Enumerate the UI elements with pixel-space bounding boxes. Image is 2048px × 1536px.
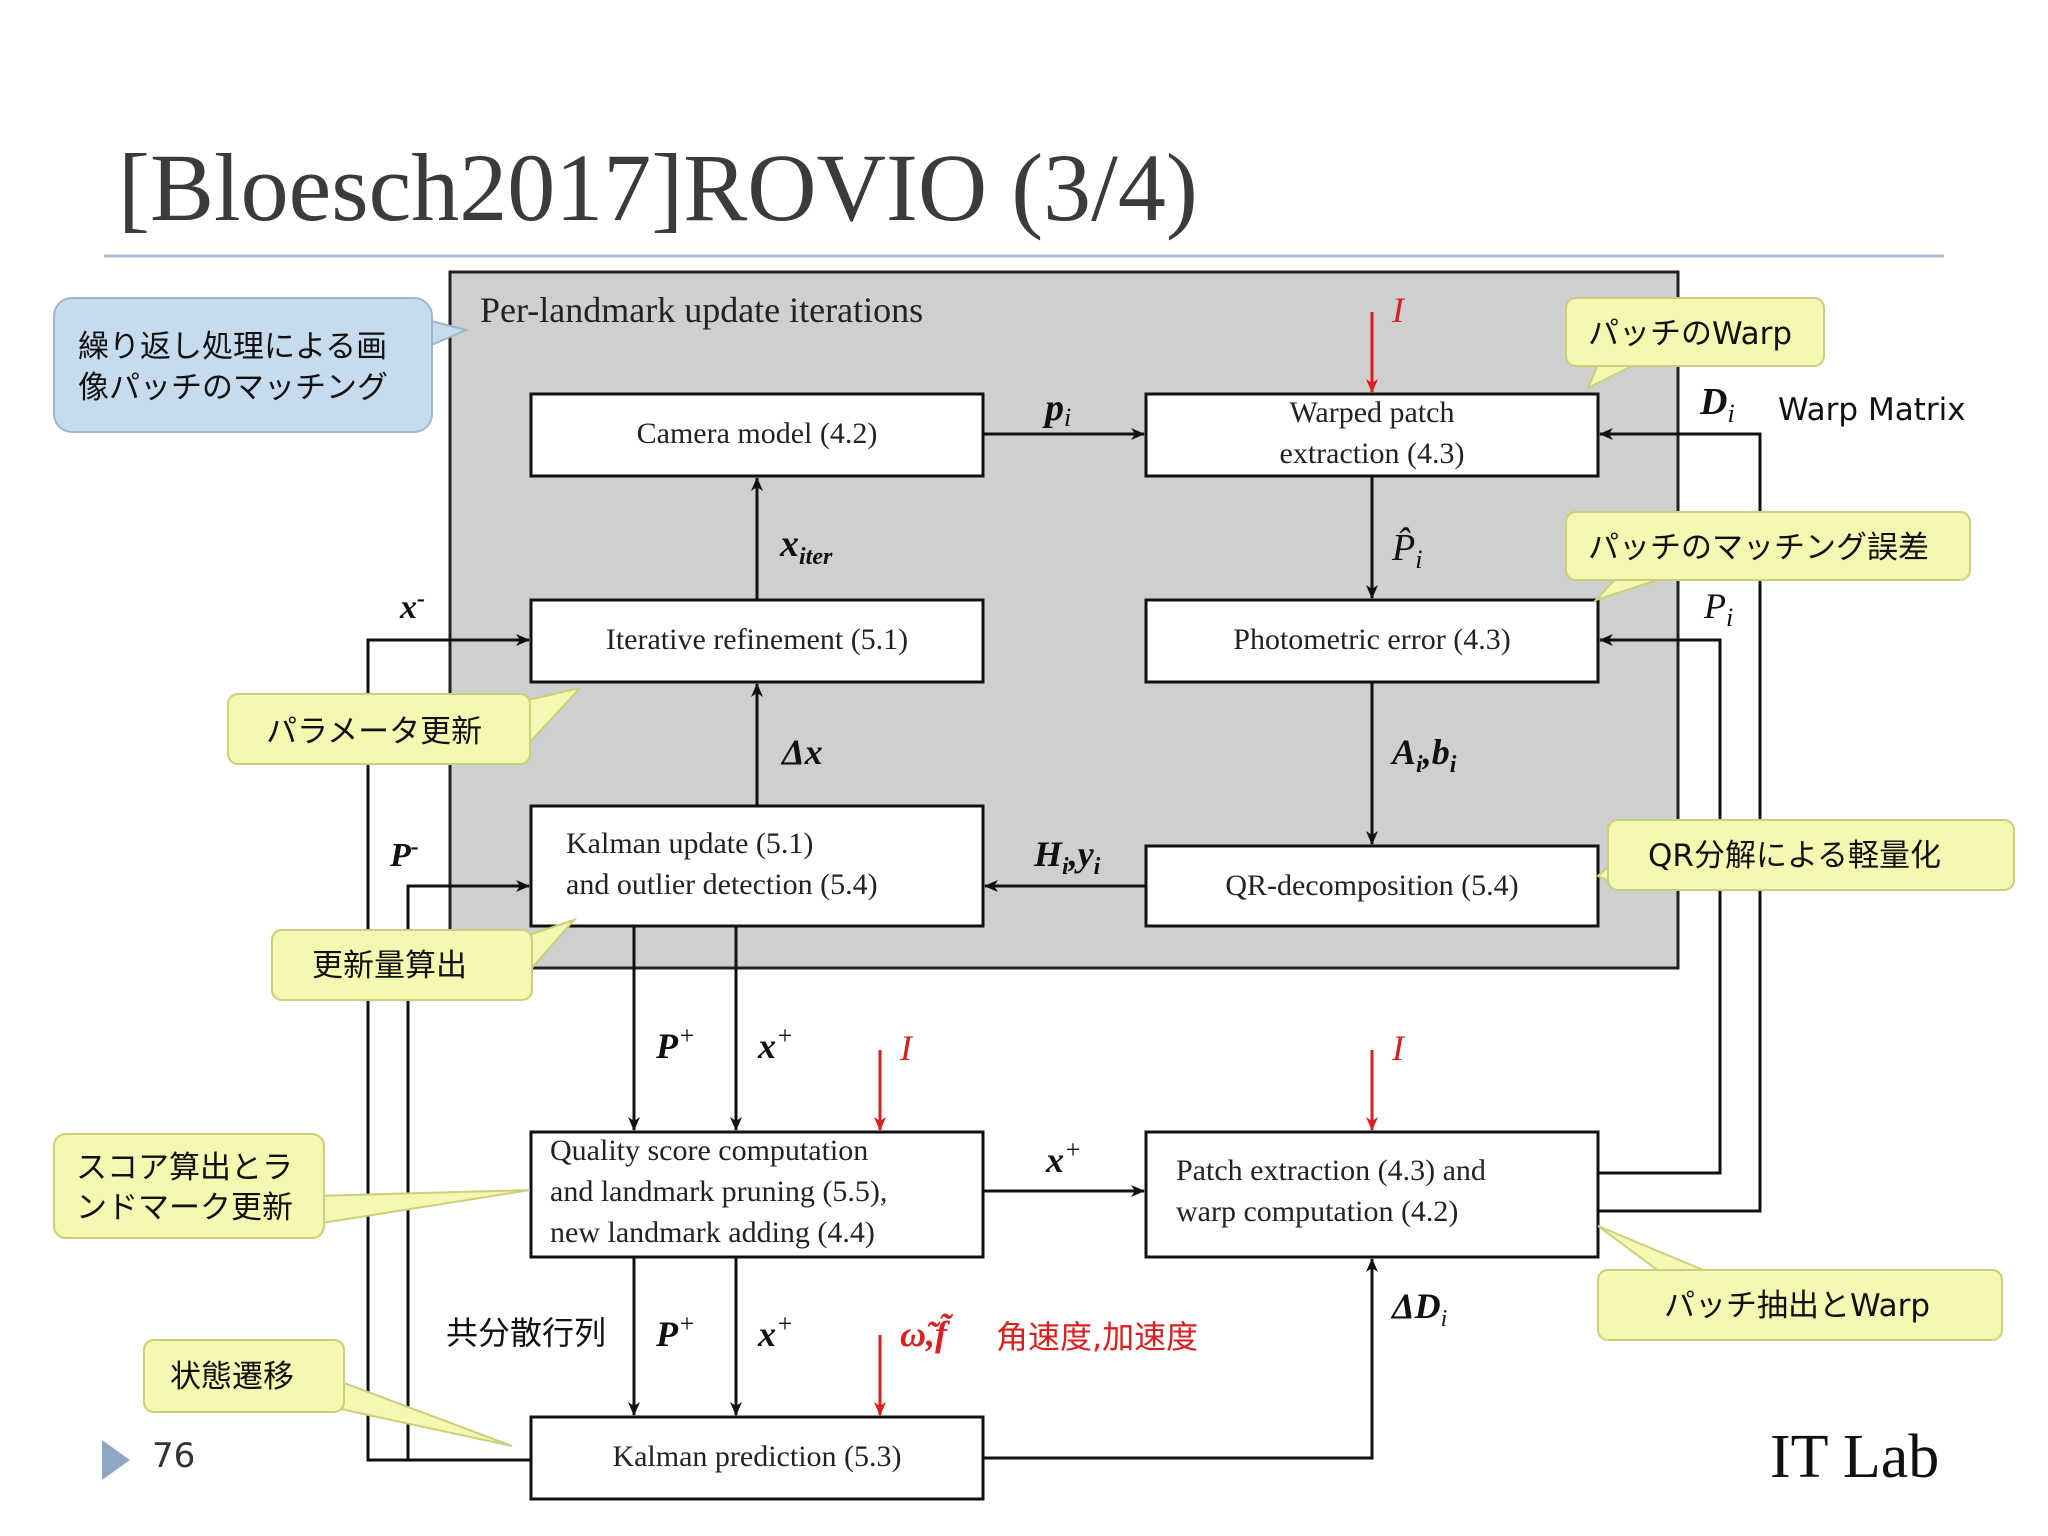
label-p-i: pi (1042, 387, 1071, 432)
iteration-callout (53, 297, 433, 433)
kalman-prediction-box (529, 1415, 985, 1501)
quality-score-label-1: Quality score computation (550, 1134, 868, 1167)
quality-score-box (529, 1130, 985, 1259)
kalman-update-label-1: Kalman update (5.1) (566, 827, 813, 860)
score-update-callout-pointer (315, 1189, 531, 1226)
param-update-callout-text: パラメータ更新 (266, 714, 482, 750)
matching-error-callout-text: パッチのマッチング誤差 (1588, 530, 1929, 566)
iterative-refinement-box (529, 598, 985, 684)
quality-score-label-2: and landmark pruning (5.5), (550, 1175, 887, 1208)
kalman-update-label-2: and outlier detection (5.4) (566, 868, 878, 901)
photometric-error-box (1144, 598, 1600, 684)
warp-matrix-label: Warp Matrix (1778, 392, 1966, 428)
iterative-refinement-label: Iterative refinement (5.1) (606, 623, 908, 656)
label-a-b: Ai,bi (1390, 732, 1457, 778)
kalman-update-box (529, 804, 985, 928)
label-x-plus-lower: x+ (757, 1309, 794, 1354)
score-update-callout (53, 1133, 325, 1239)
state-transition-callout-text: 状態遷移 (170, 1359, 294, 1395)
warped-patch-box (1144, 392, 1600, 478)
arrow-patch-to-photometric (1598, 634, 1722, 1175)
patch-warp-callout (1565, 297, 1825, 367)
page-marker-icon (102, 1440, 130, 1480)
photometric-error-label: Photometric error (4.3) (1233, 623, 1510, 656)
arrow-prediction-to-patch (983, 1258, 1378, 1460)
qr-light-callout-text: QR分解による軽量化 (1648, 838, 1941, 874)
label-x-minus: x- (399, 586, 425, 626)
covariance-label: 共分散行列 (446, 1314, 606, 1352)
update-amount-callout (271, 929, 533, 1001)
camera-model-box (529, 392, 985, 478)
warped-patch-label-2: extraction (4.3) (1280, 437, 1465, 470)
kalman-prediction-label: Kalman prediction (5.3) (612, 1440, 901, 1473)
label-image-quality: I (899, 1028, 914, 1068)
patch-warp-callout-text: パッチのWarp (1588, 316, 1792, 352)
iteration-callout-line-2: 像パッチのマッチング (78, 370, 388, 406)
arrow-prediction-to-update (406, 880, 531, 1462)
angular-accel-label: 角速度,加速度 (996, 1318, 1198, 1356)
score-update-callout-line-1: スコア算出とラ (76, 1150, 293, 1186)
label-x-iter: xiter (779, 523, 833, 570)
label-p-minus: P- (389, 834, 419, 874)
patch-extract-warp-callout (1597, 1269, 2003, 1341)
label-x-plus-right: x+ (1045, 1135, 1082, 1180)
matching-error-callout (1565, 511, 1971, 581)
patch-extract-warp-callout-text: パッチ抽出とWarp (1664, 1288, 1930, 1324)
camera-model-label: Camera model (4.2) (637, 417, 878, 450)
region-title: Per-landmark update iterations (480, 290, 923, 330)
label-d-i: Di (1699, 381, 1735, 428)
iteration-callout-line-1: 繰り返し処理による画 (78, 329, 387, 365)
update-amount-callout-text: 更新量算出 (312, 948, 467, 984)
label-p-hat: P̂i (1391, 527, 1422, 574)
label-x-plus-upper: x+ (757, 1021, 794, 1066)
label-delta-x: Δx (780, 732, 823, 772)
warped-patch-label-1: Warped patch (1290, 396, 1455, 429)
label-p-i-right: Pi (1703, 586, 1733, 632)
label-image-top: I (1391, 290, 1406, 330)
label-delta-d: ΔDi (1390, 1286, 1447, 1332)
patch-extraction-box (1144, 1130, 1600, 1259)
patch-extraction-label-2: warp computation (4.2) (1176, 1195, 1458, 1228)
page-number: 76 (152, 1436, 196, 1476)
param-update-callout (227, 693, 531, 765)
label-h-y: Hi,yi (1033, 834, 1101, 880)
patch-extraction-label-1: Patch extraction (4.3) and (1176, 1154, 1486, 1187)
qr-light-callout (1607, 819, 2015, 891)
label-omega-f: ω̃,f̃ (900, 1313, 954, 1354)
state-transition-callout (143, 1339, 345, 1413)
slide-title: [Bloesch2017]ROVIO (3/4) (118, 134, 1198, 241)
score-update-callout-line-2: ンドマーク更新 (76, 1190, 293, 1226)
qr-decomposition-label: QR-decomposition (5.4) (1225, 869, 1518, 902)
label-p-plus-upper: P+ (655, 1021, 696, 1066)
patch-extract-warp-callout-pointer (1597, 1225, 1709, 1273)
label-image-patch: I (1391, 1028, 1406, 1068)
lab-logo: IT Lab (1770, 1423, 1940, 1491)
state-transition-callout-pointer (335, 1378, 513, 1447)
label-p-plus-lower: P+ (655, 1309, 696, 1354)
quality-score-label-3: new landmark adding (4.4) (550, 1216, 875, 1249)
